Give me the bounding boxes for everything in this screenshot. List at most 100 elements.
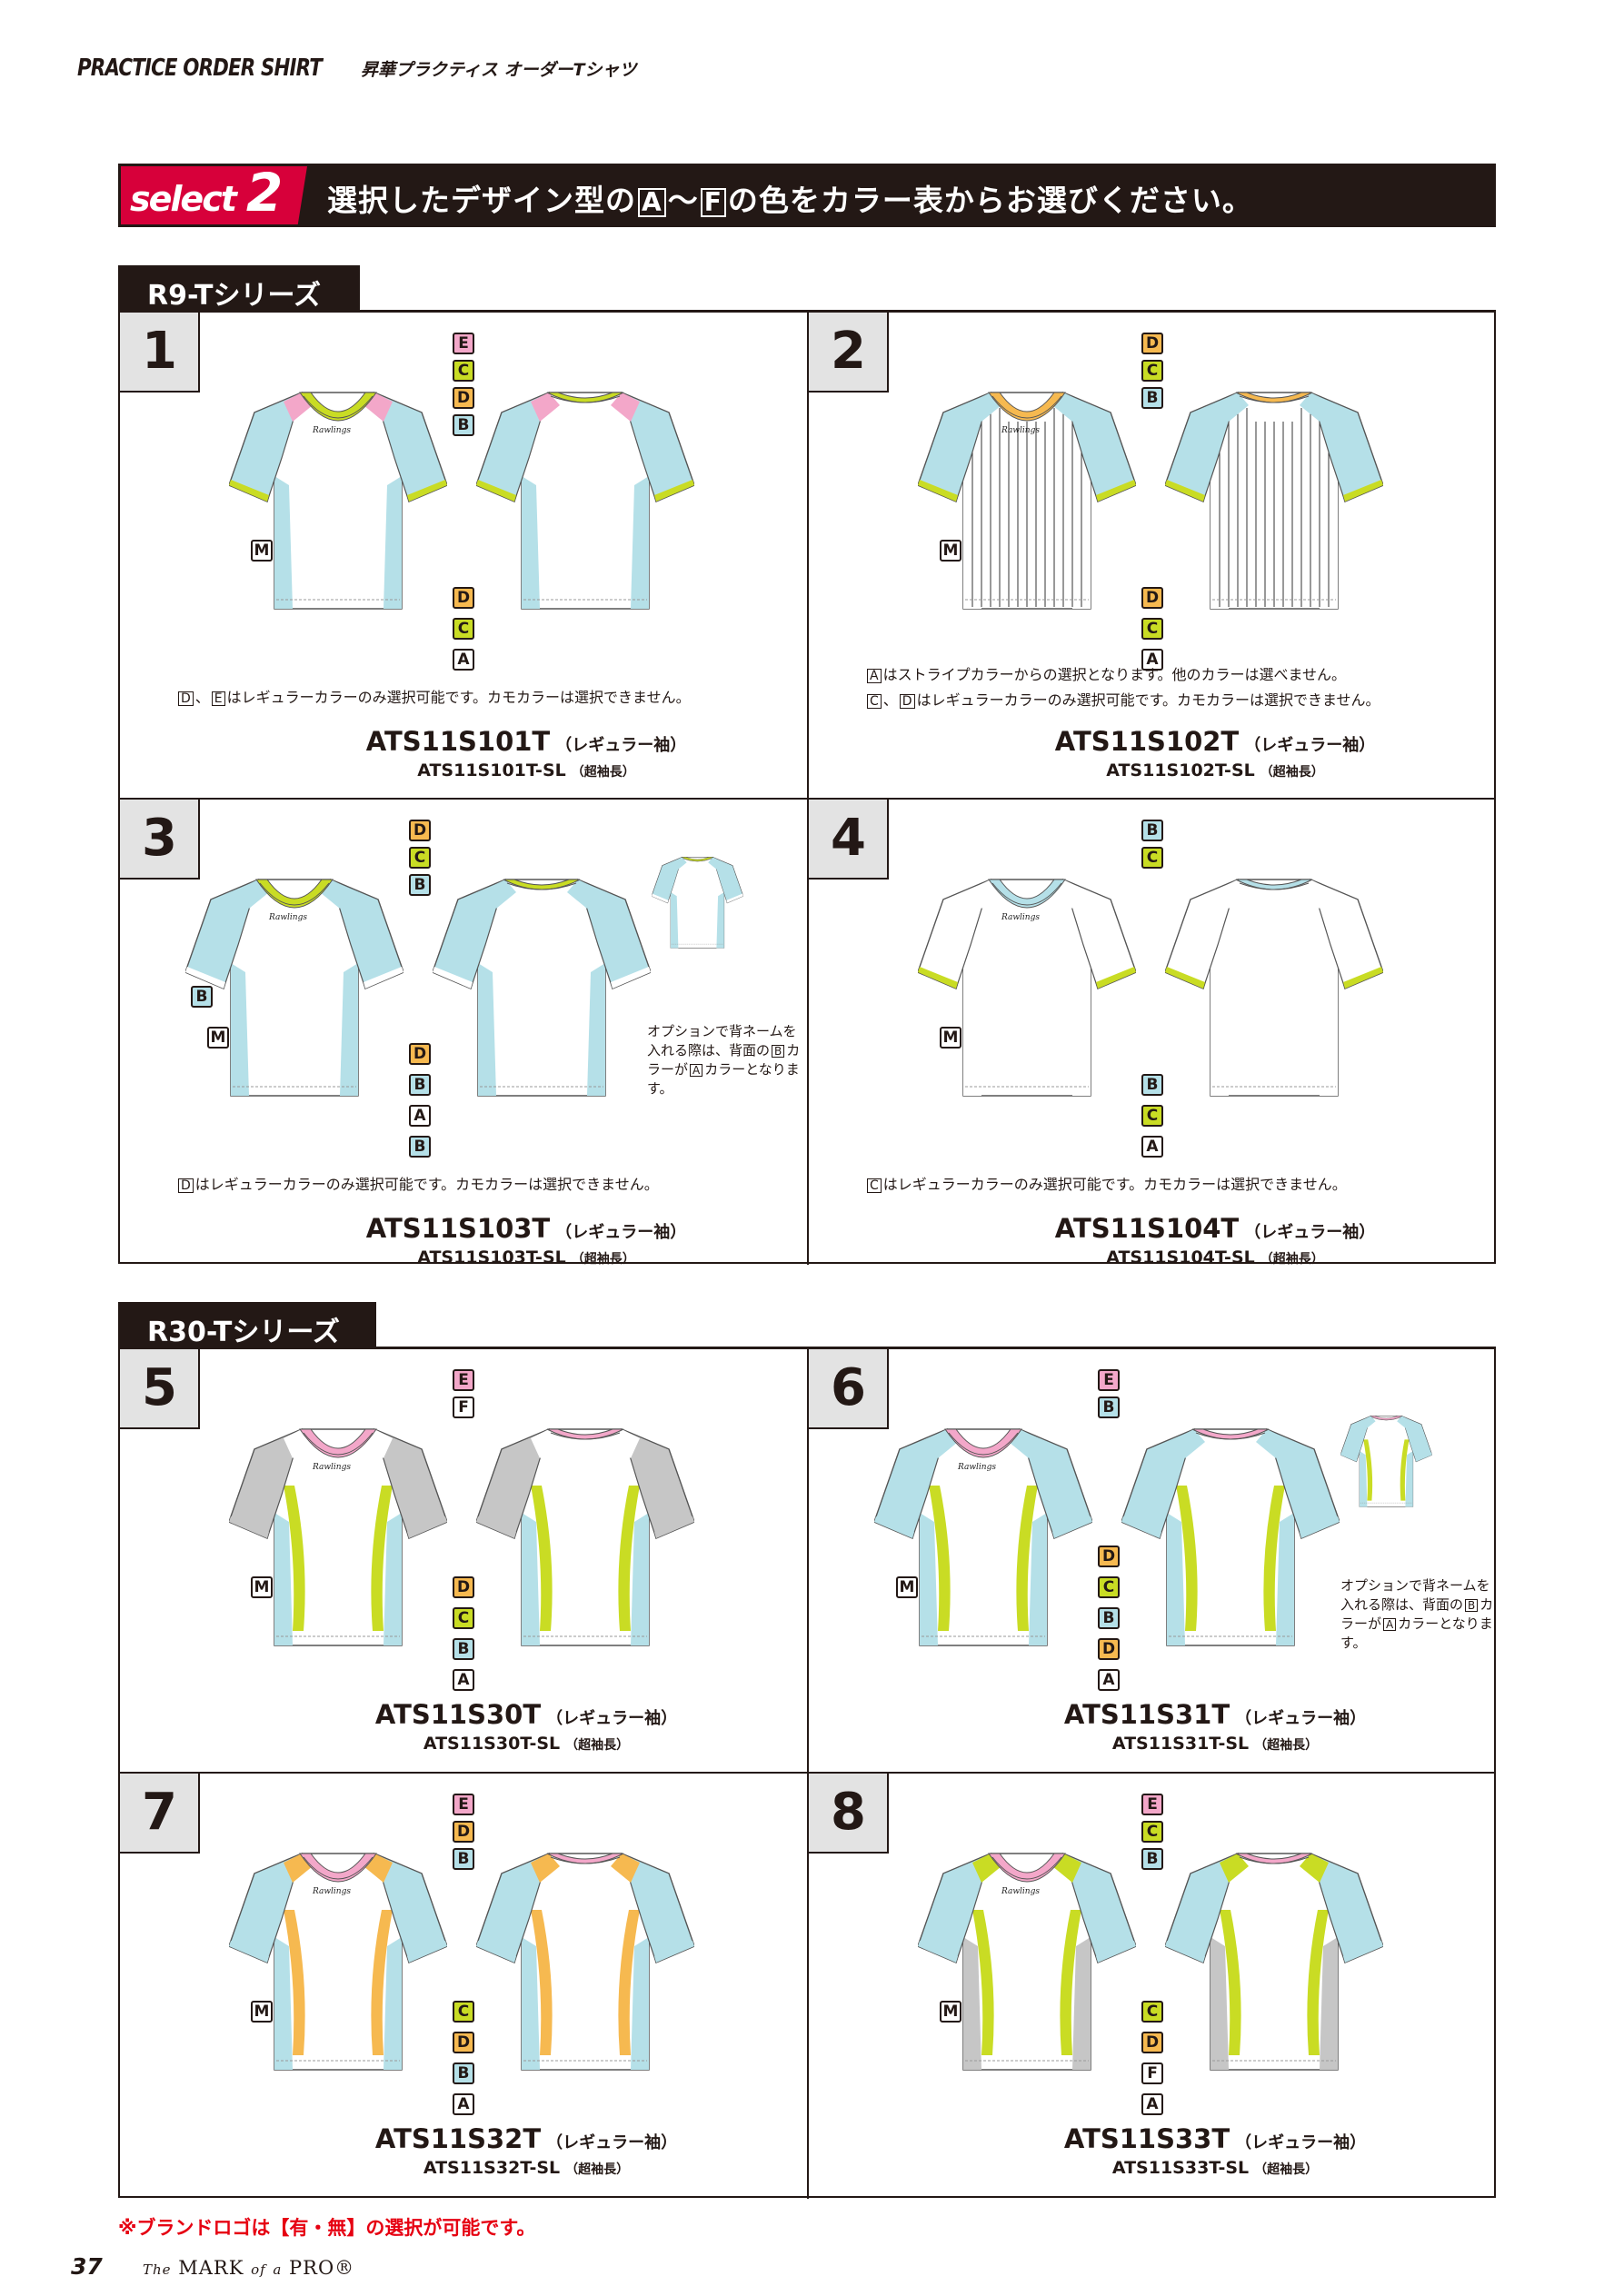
model-name-sl: ATS11S30T-SL（超袖長） [120,1734,807,1754]
brand-the: The [143,2261,172,2278]
header-title-jp: 昇華プラクティス オーダーTシャツ [361,60,637,80]
design-number: 4 [809,800,889,880]
select-badge: select 2 [121,166,307,224]
letter-box-f: F [700,188,726,218]
design-number: 8 [809,1774,889,1854]
letter-box: C [867,694,882,709]
svg-text:Rawlings: Rawlings [268,913,307,922]
color-label-d: D [1098,1546,1120,1567]
note-text: カラーが [647,1042,801,1078]
color-label-b: B [453,1638,474,1660]
model-name-sl: ATS11S103T-SL（超袖長） [120,1247,807,1265]
color-label-b: B [453,2062,474,2084]
model-code: ATS11S30T [374,1699,542,1730]
color-label-m: M [940,2001,961,2023]
model-name-sl: ATS11S101T-SL（超袖長） [120,760,807,780]
model-name: ATS11S31T（レギュラー袖） [809,1699,1496,1730]
color-label-m: M [207,1027,229,1049]
color-label-a: A [1141,2093,1163,2115]
shirt-front: Rawlings [873,1422,1093,1654]
model-sl-code: ATS11S31T-SL [1111,1734,1250,1754]
color-label-c: C [1141,2001,1163,2023]
color-label-c: C [453,618,474,640]
model-code: ATS11S32T [374,2123,542,2154]
model-sl-sleeve: （超袖長） [565,2162,630,2177]
svg-text:Rawlings: Rawlings [312,1463,351,1472]
color-label-e: E [1141,1794,1163,1815]
color-label-d: D [1141,2032,1163,2053]
option-back-shirt [1340,1413,1433,1510]
option-back-shirt [651,854,744,951]
model-code: ATS11S101T [365,726,551,757]
model-sl-sleeve: （超袖長） [1254,2162,1319,2177]
model-sl-code: ATS11S102T-SL [1106,760,1255,780]
model-sleeve: （レギュラー袖） [1244,736,1376,755]
color-label-b: B [1141,1848,1163,1870]
shirt-front: Rawlings [917,872,1137,1104]
brand-pro: PRO® [289,2257,355,2279]
color-label-b: B [1141,1074,1163,1096]
design-number: 5 [120,1349,200,1429]
model-sl-sleeve: （超袖長） [1260,1252,1324,1265]
shirt-back [1164,872,1384,1104]
color-label-d: D [453,387,474,409]
color-label-c: C [1141,1821,1163,1843]
svg-text:Rawlings: Rawlings [1001,426,1040,435]
model-sl-sleeve: （超袖長） [571,1252,635,1265]
color-label-b: B [453,1848,474,1870]
model-code: ATS11S102T [1054,726,1240,757]
letter-box: D [178,691,194,706]
model-name: ATS11S33T（レギュラー袖） [809,2123,1496,2154]
color-label-a: A [453,649,474,671]
color-label-d: D [409,820,431,841]
color-label-b: B [1141,387,1163,409]
brand-mark: MARK [178,2257,244,2279]
color-label-b: B [409,1136,431,1158]
color-label-c: C [453,1607,474,1629]
color-label-a: A [453,1669,474,1691]
color-label-m: M [251,1576,273,1598]
color-label-b: B [1141,820,1163,841]
msg-before: 選択したデザイン型の [327,183,636,218]
color-label-d: D [1141,333,1163,354]
letter-box-a: A [638,188,666,218]
brand-of: of [251,2261,266,2278]
msg-after: の色をカラー表からお選びください。 [727,183,1253,218]
brand-tagline: The MARK of a PRO® [143,2257,354,2279]
color-label-e: E [453,1794,474,1815]
letter-box: B [772,1045,785,1058]
shirt-back [475,1846,695,2078]
model-sleeve: （レギュラー袖） [1235,2133,1367,2152]
model-name-sl: ATS11S104T-SL（超袖長） [809,1247,1496,1265]
color-label-f: F [453,1396,474,1418]
color-label-c: C [409,847,431,869]
model-sleeve: （レギュラー袖） [555,736,687,755]
note-text: 、 [194,689,210,706]
letter-box: C [867,1178,882,1193]
letter-box: D [899,694,915,709]
model-sl-sleeve: （超袖長） [1254,1738,1319,1753]
shirt-back [475,385,695,617]
color-label-a: A [1141,649,1163,671]
model-code: ATS11S103T [365,1213,551,1244]
shirt-back [432,872,652,1104]
design-number: 2 [809,313,889,393]
shirt-front: Rawlings [228,1846,448,2078]
model-name: ATS11S103T（レギュラー袖） [120,1213,807,1244]
color-label-d: D [453,2032,474,2053]
model-name: ATS11S104T（レギュラー袖） [809,1213,1496,1244]
shirt-back [1164,385,1384,617]
model-name-sl: ATS11S32T-SL（超袖長） [120,2158,807,2178]
